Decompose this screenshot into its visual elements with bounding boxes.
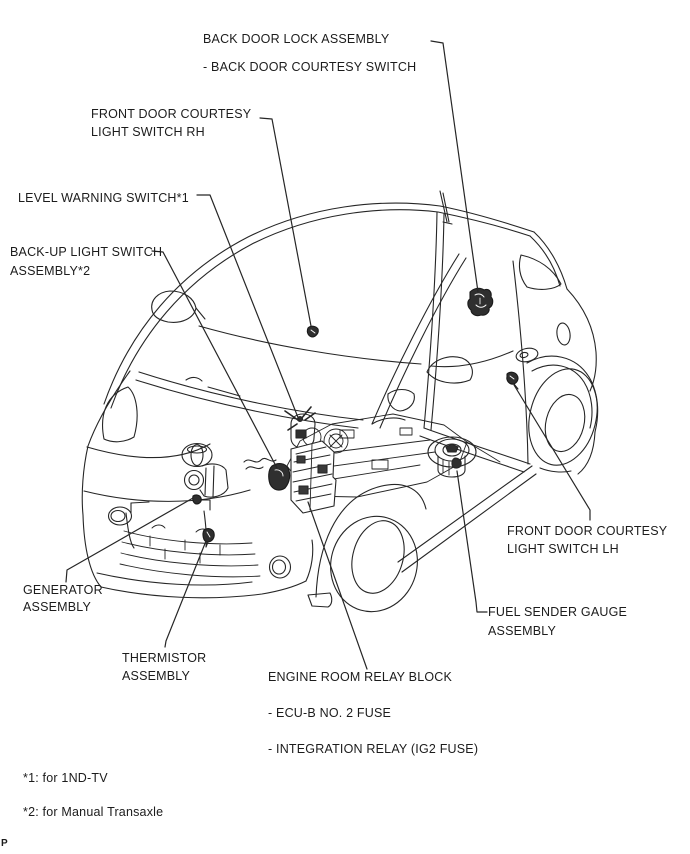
fuel-door <box>556 322 571 346</box>
component-thermistor <box>202 528 215 548</box>
label-backup-light-line2: ASSEMBLY*2 <box>10 264 91 278</box>
leader-fuel-sender <box>456 470 488 613</box>
label-front-door-rh-line1: FRONT DOOR COURTESY <box>91 107 252 121</box>
leader-back-door-lock <box>430 40 479 293</box>
door-handle <box>515 347 539 363</box>
leader-front-door-lh <box>513 384 591 521</box>
component-engine-room-relay-block <box>290 440 337 514</box>
component-fuel-sender-gauge <box>427 436 477 478</box>
footnote-2: *2: for Manual Transaxle <box>23 805 164 819</box>
leader-generator <box>65 497 194 583</box>
label-fuel-sender-line1: FUEL SENDER GAUGE <box>488 605 628 619</box>
fog-lamp-left <box>107 506 133 526</box>
toyota-emblem <box>181 442 213 468</box>
leader-front-door-rh <box>259 117 312 327</box>
grille <box>119 524 261 578</box>
label-generator-line2: ASSEMBLY <box>23 600 92 614</box>
left-mirror <box>151 290 206 323</box>
label-thermistor-line1: THERMISTOR <box>122 651 207 665</box>
quarter-window <box>518 254 562 290</box>
label-back-door-lock-line2: - BACK DOOR COURTESY SWITCH <box>203 60 417 74</box>
label-backup-light-line1: BACK-UP LIGHT SWITCH <box>10 245 163 259</box>
antenna <box>439 190 453 225</box>
component-front-door-courtesy-switch-lh <box>506 371 519 390</box>
rear-wheel <box>528 368 598 466</box>
label-front-door-lh-line1: FRONT DOOR COURTESY <box>507 524 668 538</box>
fog-lamp-right <box>268 555 292 579</box>
label-engine-relay-line2: - ECU-B NO. 2 FUSE <box>268 706 392 720</box>
component-generator <box>183 463 229 505</box>
component-back-door-lock <box>467 287 494 317</box>
front-wheel <box>315 484 427 613</box>
label-engine-relay-line1: ENGINE ROOM RELAY BLOCK <box>268 670 453 684</box>
leader-thermistor <box>164 540 207 648</box>
page-marker: P <box>1 838 8 849</box>
footnote-1: *1: for 1ND-TV <box>23 771 108 785</box>
leader-lines <box>65 40 591 670</box>
label-front-door-rh-line2: LIGHT SWITCH RH <box>91 125 205 139</box>
label-fuel-sender-line2: ASSEMBLY <box>488 624 557 638</box>
label-generator-line1: GENERATOR <box>23 583 103 597</box>
label-engine-relay-line3: - INTEGRATION RELAY (IG2 FUSE) <box>268 742 479 756</box>
label-level-warning: LEVEL WARNING SWITCH*1 <box>18 191 189 205</box>
label-back-door-lock-line1: BACK DOOR LOCK ASSEMBLY <box>203 32 390 46</box>
right-mirror <box>426 356 473 384</box>
leader-engine-relay <box>307 501 368 670</box>
label-thermistor-line2: ASSEMBLY <box>122 669 191 683</box>
car-body <box>81 190 599 613</box>
label-front-door-lh-line2: LIGHT SWITCH LH <box>507 542 619 556</box>
leader-backup-light <box>151 250 278 469</box>
leader-level-warning <box>196 194 300 421</box>
headlight <box>102 386 138 443</box>
component-front-door-courtesy-switch-rh <box>306 325 319 338</box>
component-backup-light-switch <box>243 457 291 491</box>
